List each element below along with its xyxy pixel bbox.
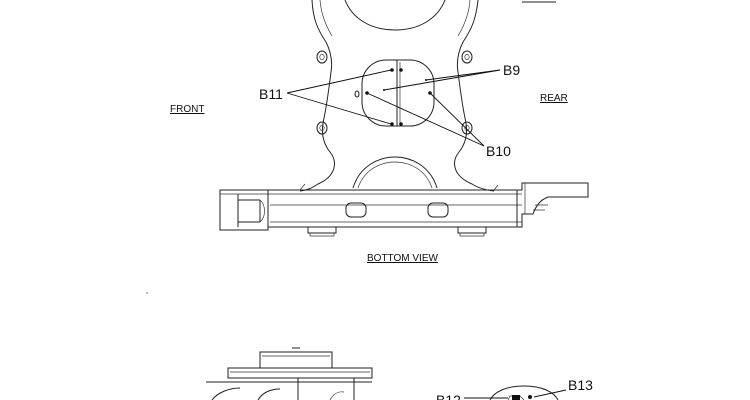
- side-beam: [219, 182, 589, 237]
- fastener-b11-top-left: [390, 68, 394, 72]
- callout-b13: B13: [568, 377, 593, 393]
- detail-circle: [464, 385, 567, 400]
- callout-b9: B9: [503, 62, 520, 78]
- callout-b10: B10: [486, 143, 511, 159]
- crossmember-plan-view: [299, 0, 495, 192]
- callout-b11: B11: [259, 86, 283, 102]
- cover-plate: [354, 59, 435, 127]
- stray-mark: [146, 292, 148, 294]
- fastener-b11-bottom-right: [399, 122, 403, 126]
- fastener-b11-bottom-left: [390, 122, 394, 126]
- fastener-b11-top-right: [399, 68, 403, 72]
- leader-lines: [286, 69, 501, 147]
- rear-label: REAR: [540, 93, 568, 104]
- lower-assembly: [206, 347, 373, 400]
- bottom-view-label: BOTTOM VIEW: [367, 253, 438, 264]
- callout-b12: B12: [436, 392, 461, 400]
- front-label: FRONT: [170, 104, 204, 115]
